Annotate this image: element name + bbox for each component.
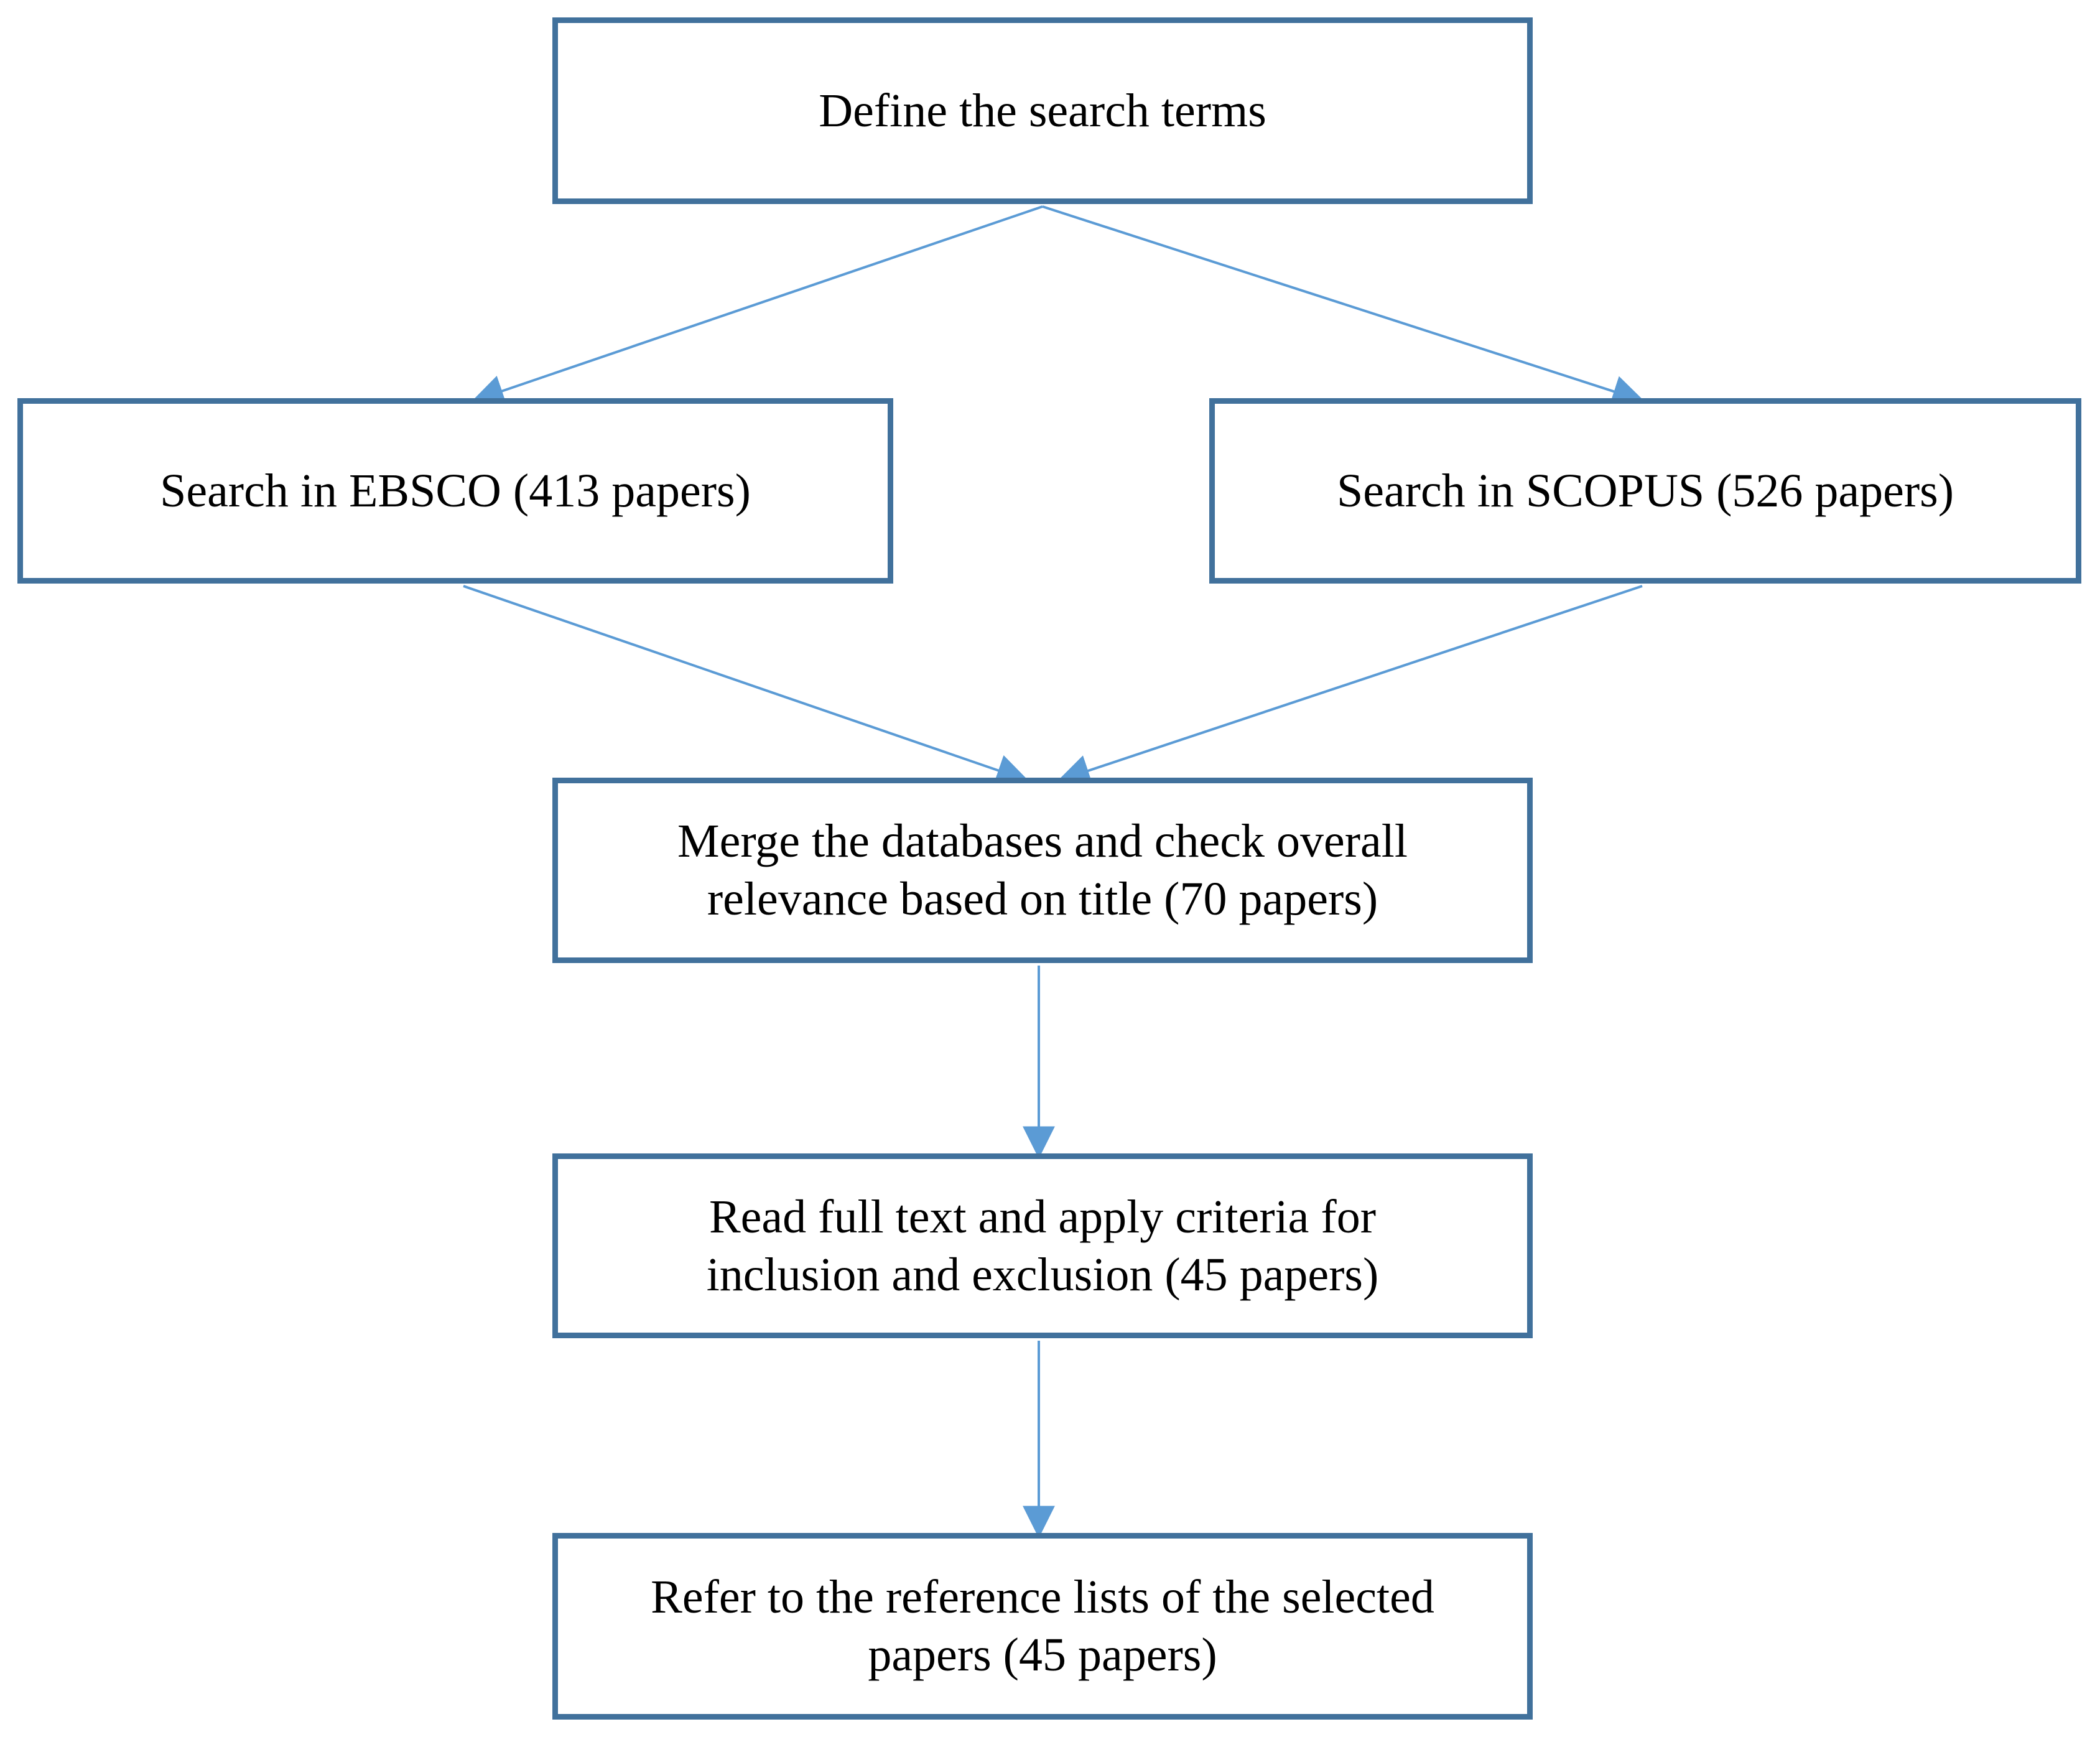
node-scopus-label: Search in SCOPUS (526 papers) xyxy=(1336,464,1954,517)
node-reference-lists: Refer to the reference lists of the sele… xyxy=(552,1533,1533,1720)
node-read-label: Read full text and apply criteria for in… xyxy=(706,1190,1379,1301)
node-merge-databases: Merge the databases and check overall re… xyxy=(552,778,1533,963)
node-define-search-terms: Define the search terms xyxy=(552,17,1533,204)
edge-define-to-scopus xyxy=(1042,205,1645,407)
node-define-label: Define the search terms xyxy=(819,84,1266,137)
node-search-scopus: Search in SCOPUS (526 papers) xyxy=(1209,398,2081,584)
node-ebsco-label: Search in EBSCO (413 papers) xyxy=(160,464,751,517)
edge-define-to-ebsco xyxy=(471,205,1043,407)
node-refer-label: Refer to the reference lists of the sele… xyxy=(651,1571,1434,1681)
node-read-full-text: Read full text and apply criteria for in… xyxy=(552,1153,1533,1338)
node-search-ebsco: Search in EBSCO (413 papers) xyxy=(17,398,893,584)
edge-scopus-to-merge xyxy=(1057,585,1643,786)
node-merge-label: Merge the databases and check overall re… xyxy=(677,815,1408,925)
edge-ebsco-to-merge xyxy=(463,585,1029,786)
